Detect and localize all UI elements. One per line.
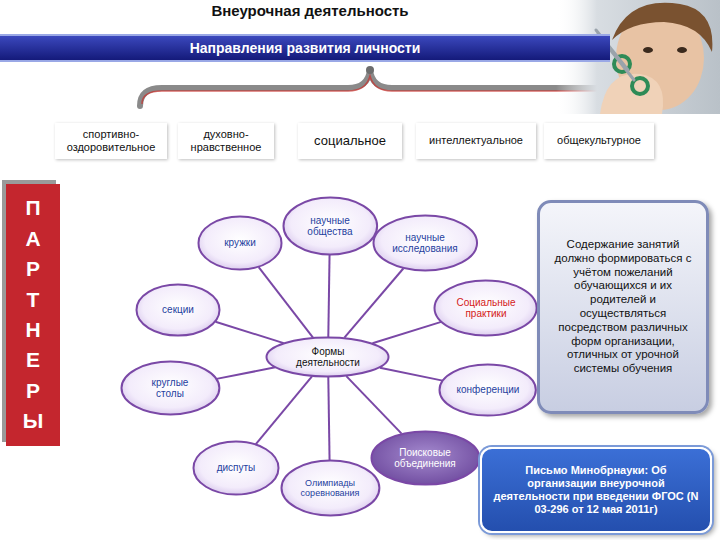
direction-band: Направления развития личности [0,34,610,62]
text-group: круглые столы [138,377,202,400]
node-text: научные исследования [391,232,459,255]
ellipse-shape [440,365,536,416]
connector-line [344,268,403,337]
form-ellipse: конференции [438,363,537,417]
node-text: Направления развития личности [190,40,421,57]
direction-box: общекультурное [544,123,654,159]
partners-box: ПАРТНЕРЫ [6,184,60,446]
text-group: научные исследования [391,232,459,255]
node-text: духовно- нравственное [182,128,270,154]
text-group: общекультурное [557,134,641,147]
ellipse-shape [267,338,389,377]
text-group: спортивно- оздоровительное [59,128,163,154]
vertical-label: ПАРТНЕРЫ [23,193,44,437]
text-group: социальное [314,133,386,149]
connector-line [346,376,401,434]
node-text: Содержание занятий должно формироваться … [548,238,698,376]
connector-line [217,367,276,379]
node-text: спортивно- оздоровительное [59,128,163,154]
source-box: Письмо Минобрнауки: Об организации внеур… [480,447,712,533]
node-text: секции [162,304,194,316]
form-ellipse: секции [135,283,221,337]
form-ellipse: кружки [197,215,283,271]
node-text: Поисковые объединения [389,447,460,470]
node-text: диспуты [217,462,256,474]
direction-box: интеллектуальное [416,123,536,159]
node-text: Олимпиады соревнования [298,478,362,499]
form-ellipse: научные исследования [372,214,479,272]
text-group: Письмо Минобрнауки: Об организации внеур… [492,464,700,517]
node-text: конференции [457,384,520,396]
title: Внеурочная деятельность [150,2,470,19]
node-text: круглые столы [138,377,202,400]
text-group: Направления развития личности [190,40,421,57]
ellipse-shape [435,281,537,336]
center-ellipse: Формы деятельности [265,336,390,378]
text-group: Поисковые объединения [389,447,460,470]
form-ellipse: научные общества [282,196,379,256]
text-group: Формы деятельности [287,346,368,369]
node-text: Письмо Минобрнауки: Об организации внеур… [492,464,700,517]
text-group: диспуты [217,462,256,474]
text-group: секции [162,304,194,316]
text-group: конференции [457,384,520,396]
ellipse-shape [137,285,220,336]
ellipse-shape [283,198,377,255]
direction-box: духовно- нравственное [178,123,274,159]
form-ellipse: Социальные практики [433,279,538,337]
connector-line [328,377,329,460]
text-group: духовно- нравственное [182,128,270,154]
connector-line [259,267,313,337]
ellipse-shape [194,442,279,495]
ellipse-shape [121,362,219,415]
ellipse-shape [199,217,282,270]
node-text: общекультурное [557,134,641,147]
node-text: социальное [314,133,386,149]
text-group: Социальные практики [452,297,519,320]
connector-line [328,255,329,337]
connector-line [215,322,283,343]
direction-box: спортивно- оздоровительное [55,123,167,159]
form-ellipse: диспуты [192,440,280,496]
node-text: интеллектуальное [429,134,523,147]
brace-bead [366,66,374,74]
text-group: интеллектуальное [429,134,523,147]
ellipse-shape [373,216,477,271]
connector-line [380,368,443,381]
form-ellipse: круглые столы [120,360,221,416]
text-group: Содержание занятий должно формироваться … [548,238,698,376]
ellipse-shape [281,461,379,516]
direction-box: социальное [298,123,402,159]
text-group: кружки [224,237,256,249]
text-group: научные общества [299,215,360,238]
text-group: ПАРТНЕРЫ [23,193,44,437]
node-text: Формы деятельности [287,346,368,369]
node-text: Социальные практики [452,297,519,320]
note-box: Содержание занятий должно формироваться … [537,200,709,414]
text-group: Олимпиады соревнования [298,478,362,499]
form-ellipse: Поисковые объединения [370,430,481,486]
connector-line [256,376,312,444]
connector-line [373,322,442,343]
node-text: научные общества [299,215,360,238]
form-ellipse: Олимпиады соревнования [280,459,381,517]
ellipse-shape [371,432,479,485]
node-text: кружки [224,237,256,249]
